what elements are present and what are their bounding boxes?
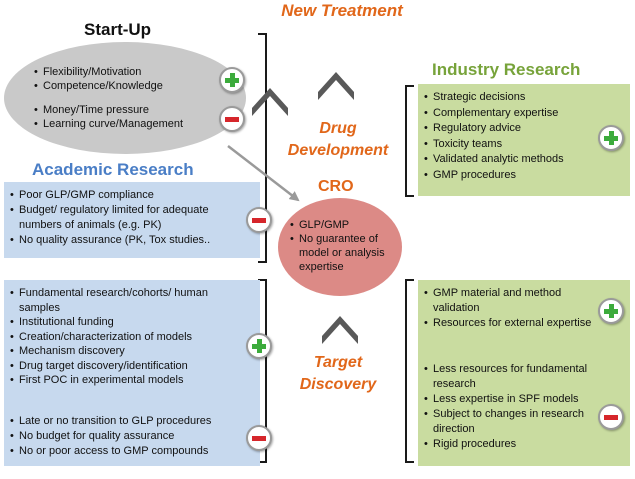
academic-drug-cons-list: Poor GLP/GMP compliance Budget/ regulato…	[10, 188, 242, 248]
chevron-up-icon	[322, 316, 358, 344]
list-item: Rigid procedures	[424, 437, 594, 452]
list-item: Institutional funding	[10, 315, 244, 330]
list-item: GMP procedures	[424, 168, 596, 184]
list-item: No quality assurance (PK, Tox studies..	[10, 233, 242, 248]
startup-pros-list: Flexibility/Motivation Competence/Knowle…	[34, 66, 224, 93]
cro-title: CRO	[318, 178, 354, 195]
industry-research-title: Industry Research	[432, 60, 581, 79]
plus-icon	[246, 333, 272, 359]
list-item: Mechanism discovery	[10, 344, 244, 359]
academic-research-title: Academic Research	[32, 160, 194, 179]
list-item: Subject to changes in research direction	[424, 407, 594, 437]
startup-cons-list: Money/Time pressure Learning curve/Manag…	[34, 104, 224, 131]
list-item: Validated analytic methods	[424, 152, 596, 168]
plus-icon	[219, 67, 245, 93]
list-item: Competence/Knowledge	[34, 80, 224, 94]
list-item: Regulatory advice	[424, 121, 596, 137]
academic-target-pros-list: Fundamental research/cohorts/ human samp…	[10, 286, 244, 388]
list-item: Poor GLP/GMP compliance	[10, 188, 242, 203]
list-item: Drug target discovery/identification	[10, 359, 244, 374]
list-item: Flexibility/Motivation	[34, 66, 224, 80]
list-item: No budget for quality assurance	[10, 429, 244, 444]
startup-ellipse	[4, 42, 246, 154]
list-item: Strategic decisions	[424, 90, 596, 106]
list-item: Creation/characterization of models	[10, 330, 244, 345]
list-item: Complementary expertise	[424, 106, 596, 122]
list-item: Resources for external expertise	[424, 316, 594, 331]
plus-icon	[598, 125, 624, 151]
target-discovery-label: Target Discovery	[299, 354, 377, 393]
list-item: Less expertise in SPF models	[424, 392, 594, 407]
startup-title: Start-Up	[84, 20, 152, 39]
new-treatment-title: New Treatment	[281, 1, 403, 20]
chevron-up-icon	[252, 88, 288, 116]
list-item: Less resources for fundamental research	[424, 362, 594, 392]
industry-target-pros-list: GMP material and method validation Resou…	[424, 286, 594, 331]
right-bracket	[405, 85, 414, 463]
industry-target-cons-list: Less resources for fundamental research …	[424, 362, 594, 452]
drug-development-label: Drug Development	[287, 120, 389, 159]
list-item: GMP material and method validation	[424, 286, 594, 316]
list-item: No guarantee of model or analysis expert…	[290, 232, 394, 274]
startup-to-cro-arrow	[227, 145, 300, 202]
list-item: No or poor access to GMP compounds	[10, 444, 244, 459]
list-item: Toxicity teams	[424, 137, 596, 153]
list-item: Budget/ regulatory limited for adequate …	[10, 203, 242, 233]
list-item: Learning curve/Management	[34, 118, 224, 132]
list-item: First POC in experimental models	[10, 373, 244, 388]
minus-icon	[246, 207, 272, 233]
chevron-up-icon	[318, 72, 354, 100]
minus-icon	[219, 106, 245, 132]
list-item: Money/Time pressure	[34, 104, 224, 118]
cro-list: GLP/GMP No guarantee of model or analysi…	[290, 218, 394, 274]
list-item: Fundamental research/cohorts/ human samp…	[10, 286, 244, 315]
plus-icon	[598, 298, 624, 324]
left-bracket	[258, 33, 267, 463]
minus-icon	[598, 404, 624, 430]
industry-drug-pros-list: Strategic decisions Complementary expert…	[424, 90, 596, 183]
list-item: Late or no transition to GLP procedures	[10, 414, 244, 429]
academic-target-cons-list: Late or no transition to GLP procedures …	[10, 414, 244, 459]
minus-icon	[246, 425, 272, 451]
list-item: GLP/GMP	[290, 218, 394, 232]
